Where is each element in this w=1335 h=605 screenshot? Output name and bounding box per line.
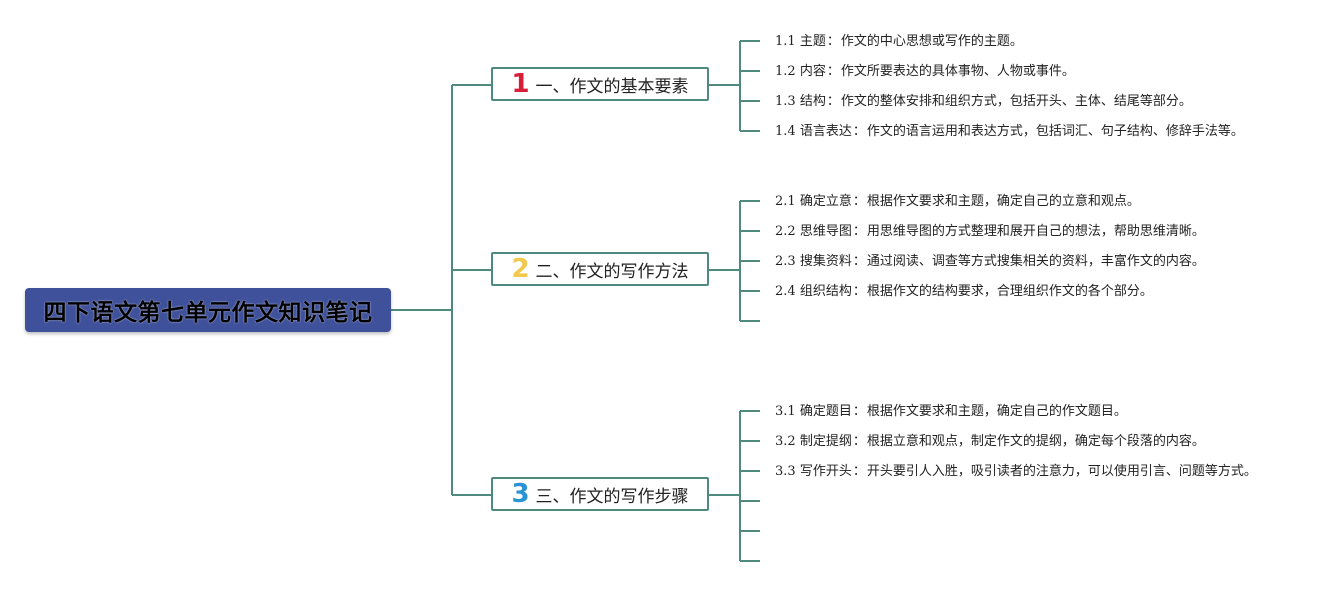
leaf-item-2-3[interactable]: 2.3 搜集资料：通过阅读、调查等方式搜集相关的资料，丰富作文的内容。 <box>775 254 1205 269</box>
leaf-code: 1.3 <box>775 94 796 109</box>
leaf-desc: 根据作文要求和主题，确定自己的立意和观点。 <box>866 194 1140 209</box>
leaf-desc: 用思维导图的方式整理和展开自己的想法，帮助思维清晰。 <box>866 224 1205 239</box>
leaf-term: 结构 <box>799 94 826 109</box>
leaf-item-2-4[interactable]: 2.4 组织结构：根据作文的结构要求，合理组织作文的各个部分。 <box>775 284 1153 299</box>
branch-label: 三、作文的写作步骤 <box>535 486 689 507</box>
leaf-term: 内容 <box>799 64 826 79</box>
leaf-code: 2.4 <box>775 284 796 299</box>
branch-label: 二、作文的写作方法 <box>535 261 689 282</box>
leaf-item-1-3[interactable]: 1.3 结构：作文的整体安排和组织方式，包括开头、主体、结尾等部分。 <box>775 94 1192 109</box>
leaf-code: 1.1 <box>775 34 796 49</box>
branch-number-1: 1 <box>511 69 530 99</box>
leaf-desc: 作文的整体安排和组织方式，包括开头、主体、结尾等部分。 <box>840 94 1192 109</box>
branch-number-2: 2 <box>511 254 530 284</box>
leaf-item-1-4[interactable]: 1.4 语言表达：作文的语言运用和表达方式，包括词汇、句子结构、修辞手法等。 <box>775 124 1244 139</box>
leaf-item-1-1[interactable]: 1.1 主题：作文的中心思想或写作的主题。 <box>775 34 1023 49</box>
leaf-term: 写作开头 <box>799 464 852 479</box>
leaf-code: 3.2 <box>775 434 796 449</box>
leaf-term: 制定提纲 <box>799 434 852 449</box>
leaf-desc: 根据立意和观点，制定作文的提纲，确定每个段落的内容。 <box>866 434 1205 449</box>
leaf-item-3-3[interactable]: 3.3 写作开头：开头要引人入胜，吸引读者的注意力，可以使用引言、问题等方式。 <box>775 464 1257 479</box>
leaf-item-1-2[interactable]: 1.2 内容：作文所要表达的具体事物、人物或事件。 <box>775 64 1075 79</box>
leaf-code: 1.4 <box>775 124 796 139</box>
leaf-term: 确定题目 <box>799 404 852 419</box>
leaf-desc: 作文的中心思想或写作的主题。 <box>840 34 1023 49</box>
leaf-term: 主题 <box>799 34 826 49</box>
branch-number-3: 3 <box>511 479 530 509</box>
branch-node-writing-steps[interactable]: 3 三、作文的写作步骤 <box>491 477 709 511</box>
leaf-desc: 开头要引人入胜，吸引读者的注意力，可以使用引言、问题等方式。 <box>866 464 1257 479</box>
leaf-item-2-1[interactable]: 2.1 确定立意：根据作文要求和主题，确定自己的立意和观点。 <box>775 194 1140 209</box>
root-title: 四下语文第七单元作文知识笔记 <box>43 300 373 326</box>
leaf-term: 组织结构 <box>799 284 852 299</box>
branch-node-writing-methods[interactable]: 2 二、作文的写作方法 <box>491 252 709 286</box>
leaf-desc: 作文所要表达的具体事物、人物或事件。 <box>840 64 1075 79</box>
leaf-code: 3.1 <box>775 404 796 419</box>
root-node[interactable]: 四下语文第七单元作文知识笔记 <box>25 288 391 332</box>
leaf-desc: 通过阅读、调查等方式搜集相关的资料，丰富作文的内容。 <box>866 254 1205 269</box>
leaf-term: 搜集资料 <box>799 254 852 269</box>
leaf-code: 2.2 <box>775 224 796 239</box>
leaf-item-3-2[interactable]: 3.2 制定提纲：根据立意和观点，制定作文的提纲，确定每个段落的内容。 <box>775 434 1205 449</box>
leaf-code: 1.2 <box>775 64 796 79</box>
leaf-code: 2.1 <box>775 194 796 209</box>
leaf-term: 思维导图 <box>799 224 852 239</box>
leaf-item-3-1[interactable]: 3.1 确定题目：根据作文要求和主题，确定自己的作文题目。 <box>775 404 1127 419</box>
leaf-code: 2.3 <box>775 254 796 269</box>
leaf-term: 确定立意 <box>799 194 852 209</box>
branch-label: 一、作文的基本要素 <box>535 76 689 97</box>
leaf-term: 语言表达 <box>799 124 852 139</box>
leaf-desc: 根据作文的结构要求，合理组织作文的各个部分。 <box>866 284 1153 299</box>
leaf-code: 3.3 <box>775 464 796 479</box>
leaf-item-2-2[interactable]: 2.2 思维导图：用思维导图的方式整理和展开自己的想法，帮助思维清晰。 <box>775 224 1205 239</box>
leaf-desc: 作文的语言运用和表达方式，包括词汇、句子结构、修辞手法等。 <box>866 124 1244 139</box>
branch-node-basic-elements[interactable]: 1 一、作文的基本要素 <box>491 67 709 101</box>
leaf-desc: 根据作文要求和主题，确定自己的作文题目。 <box>866 404 1127 419</box>
